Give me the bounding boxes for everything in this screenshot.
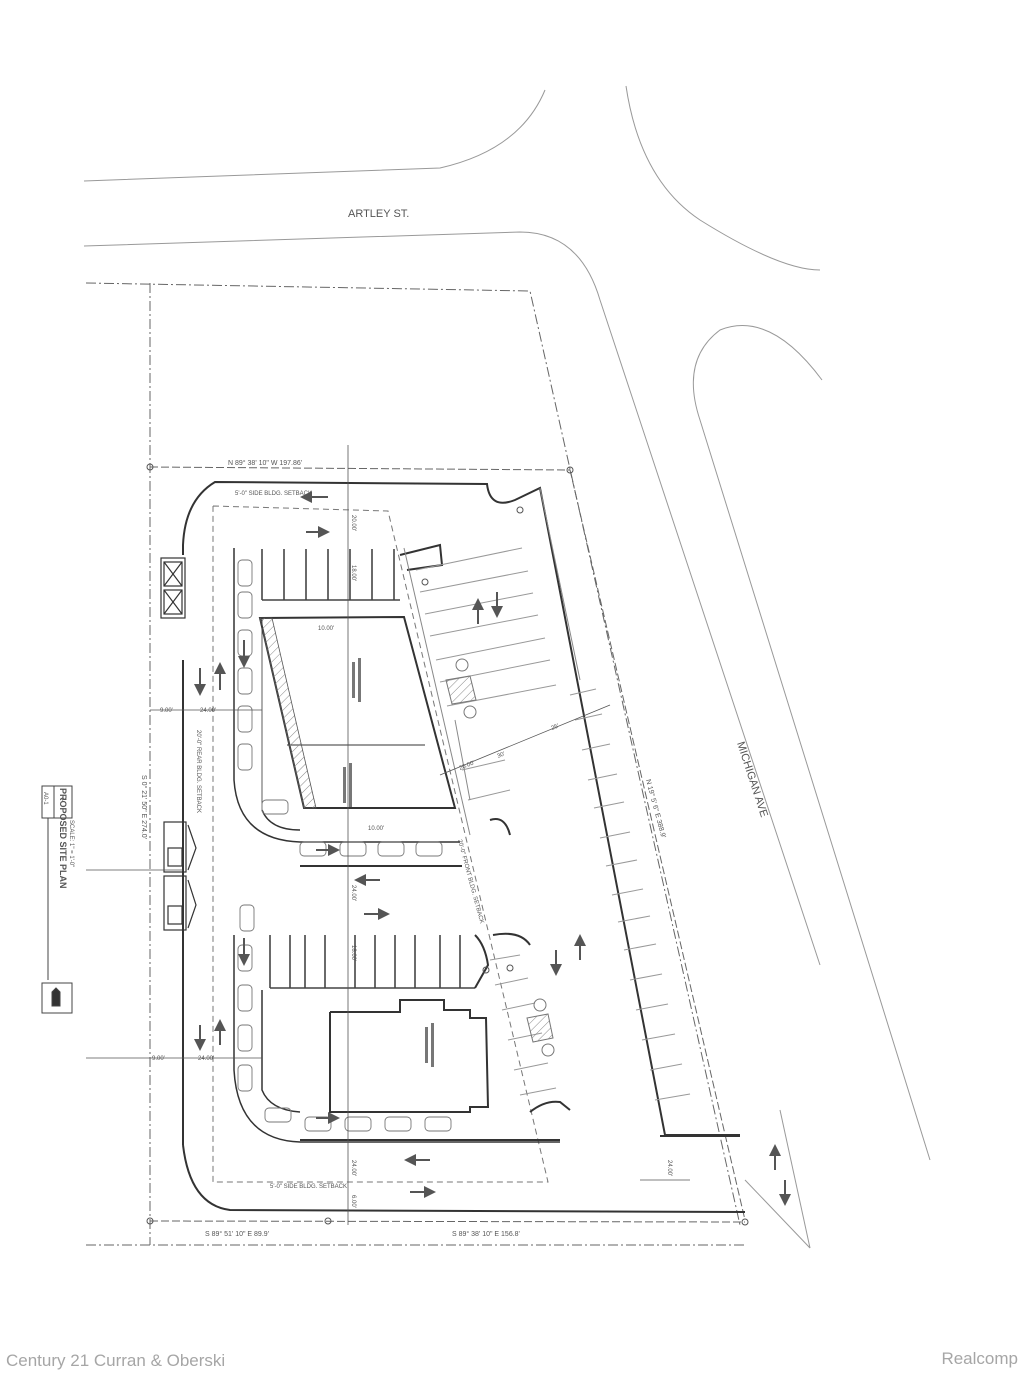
michigan-ave-east-edge	[744, 1179, 811, 1249]
dim-east-aisle-3: 25'	[551, 723, 561, 731]
parking-stripes-middle	[269, 935, 475, 989]
parking-stripes-north	[261, 549, 400, 601]
parking-island-middle	[474, 932, 531, 989]
title-block-sheet: A0-1	[42, 792, 48, 805]
title-block-number: 1	[60, 798, 66, 802]
west-bearing-label: S 0° 21' 50" E 274.0'	[140, 775, 148, 839]
lot-lines	[149, 466, 746, 1223]
south-side-setback-label: 5'-0" SIDE BLDG. SETBACK	[270, 1184, 347, 1190]
michigan-ave-label: MICHIGAN AVE	[734, 740, 770, 819]
dim-drive-aisle-south: 24.00'	[198, 1056, 214, 1062]
brokerage-watermark: Century 21 Curran & Oberski	[6, 1351, 226, 1370]
dim-drive-aisle-north: 24.00'	[200, 708, 216, 714]
north-bearing-label: N 89° 38' 10" W 197.86'	[228, 459, 302, 467]
pavement-edge	[182, 480, 746, 1213]
transformer-pads	[163, 821, 197, 931]
north-building-dim-top: 10.00'	[318, 626, 334, 632]
dumpster-enclosure-north	[160, 557, 186, 619]
artley-street-north-curb	[83, 89, 546, 182]
south-building	[329, 999, 490, 1113]
north-building-label-a	[352, 658, 361, 702]
title-block-title: PROPOSED SITE PLAN	[58, 788, 68, 889]
artley-street-south-curb	[83, 231, 821, 966]
title-block-scale: SCALE: 1" = 1'-0"	[68, 820, 74, 867]
rear-setback-label: 20'-0" REAR BLDG. SETBACK	[195, 730, 201, 813]
south-bearing-label: S 89° 38' 10" E 156.8'	[452, 1230, 520, 1238]
michigan-ave-west-curb	[625, 85, 821, 271]
dim-east-aisle-2: 30'	[497, 751, 507, 759]
east-bearing-label: N 19° 5' 6" E 388.9'	[644, 778, 667, 839]
dim-south-setback: 6.00'	[350, 1195, 356, 1208]
north-building-hatch	[259, 617, 317, 809]
queued-cars	[237, 559, 452, 1132]
dim-south-aisle: 24.00'	[350, 1160, 356, 1176]
south-building-label	[425, 1023, 434, 1067]
parking-island-south-east	[489, 818, 571, 1113]
parking-stripes-east	[415, 547, 691, 1101]
dim-driveway-width: 24.00'	[666, 1160, 672, 1176]
dim-setback-left-south: 9.00'	[152, 1056, 165, 1062]
title-block	[41, 785, 73, 1014]
north-building-label-b	[343, 763, 352, 807]
dim-front-setback-right: 9.00'	[160, 708, 173, 714]
drive-thru-lane-north	[233, 548, 460, 843]
mls-watermark: Realcomp	[941, 1349, 1018, 1368]
michigan-ave-east-edge-2	[779, 1109, 811, 1249]
dim-east-aisle-1: 20.00'	[459, 760, 476, 772]
dim-middle-aisle: 24.00'	[350, 885, 356, 901]
building-setback-line	[212, 505, 549, 1183]
accessible-stalls-north	[445, 658, 477, 719]
south-bearing-west-label: S 89° 51' 10" E 89.9'	[205, 1230, 269, 1238]
artley-street-label: ARTLEY ST.	[348, 208, 409, 220]
traffic-arrows	[194, 491, 791, 1206]
driveway-curbs	[300, 865, 740, 1141]
front-setback-label: 20'-0" FRONT BLDG. SETBACK	[456, 839, 484, 924]
parking-island-north	[399, 543, 444, 571]
dimension-chains	[86, 445, 690, 1225]
street-linework	[83, 85, 931, 1249]
parking-row-lines	[403, 487, 581, 836]
property-boundary	[85, 282, 745, 1246]
dim-stall-depth-middle: 18.00'	[350, 945, 356, 961]
north-building-dim-bottom: 10.00'	[368, 826, 384, 832]
survey-monuments	[146, 463, 749, 1226]
dim-stall-depth-north: 18.00'	[350, 565, 356, 581]
north-side-setback-label: 5'-0" SIDE BLDG. SETBACK	[235, 491, 312, 497]
dim-top-north: 20.00'	[350, 515, 356, 531]
accessible-stalls-south	[526, 998, 555, 1057]
drive-thru-lane-south	[233, 935, 560, 1143]
michigan-ave-median	[692, 325, 931, 1161]
